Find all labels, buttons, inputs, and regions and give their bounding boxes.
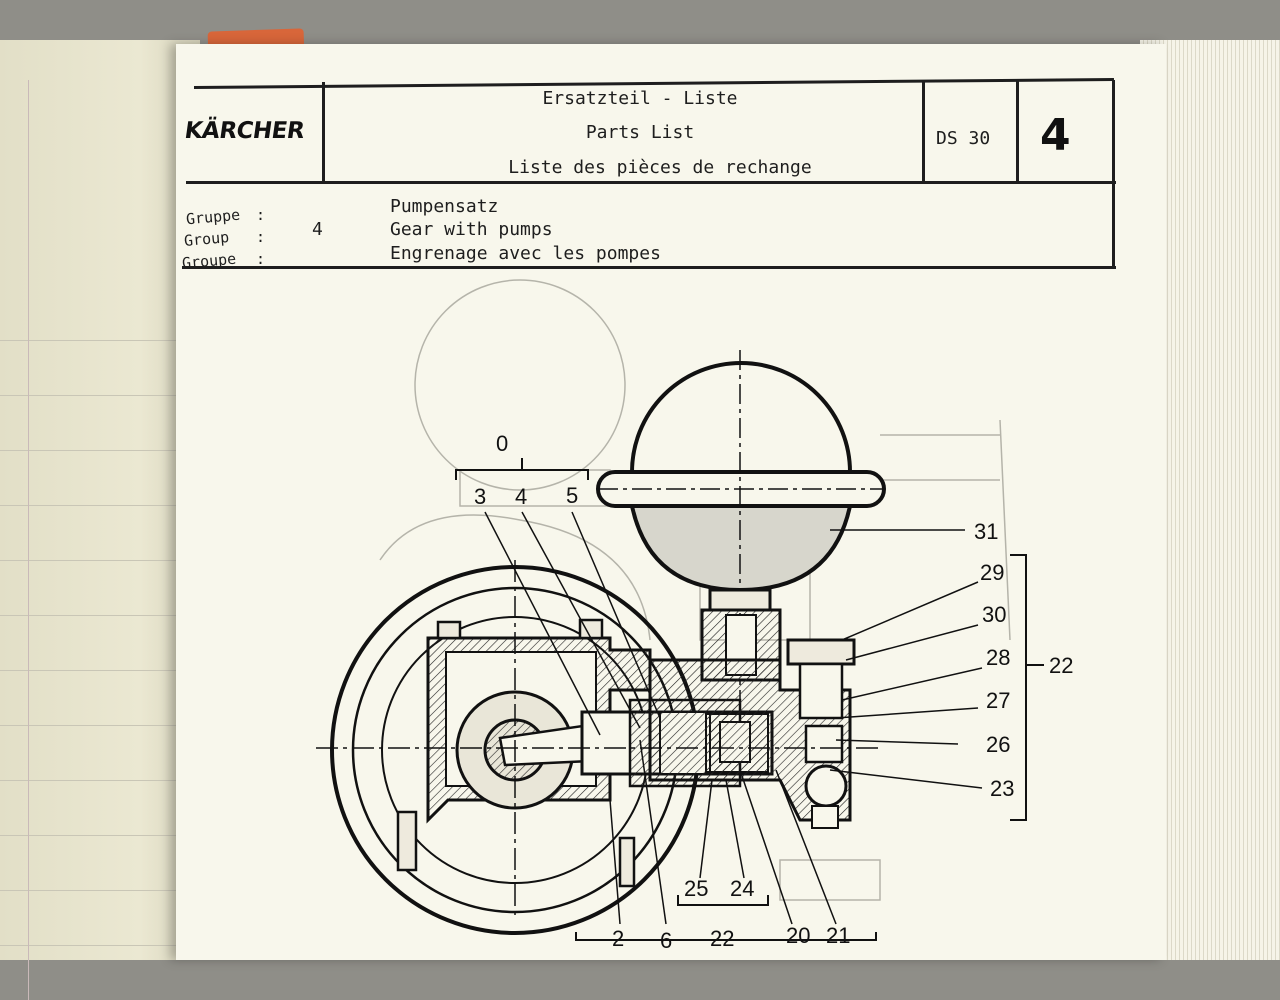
group-bottom-border (182, 266, 1116, 269)
callout-3: 3 (474, 484, 486, 509)
callout-22-bottom: 22 (710, 926, 734, 951)
pump-assembly-drawing: 0 3 4 5 31 29 30 28 22 27 26 23 25 24 2 … (316, 279, 1073, 953)
title-english: Parts List (585, 122, 695, 143)
header-divider-1 (322, 82, 325, 182)
callout-30: 30 (982, 602, 1006, 627)
callout-28: 28 (986, 645, 1010, 670)
callout-numbers: 0 3 4 5 31 29 30 28 22 27 26 23 25 24 2 … (474, 431, 1073, 953)
callout-31: 31 (974, 519, 998, 544)
callout-24: 24 (730, 876, 754, 901)
callout-22-right: 22 (1049, 653, 1073, 678)
group-colon-3: : (256, 250, 266, 268)
centre-lines (316, 560, 880, 920)
callout-29: 29 (980, 560, 1004, 585)
group-number: 4 (312, 219, 323, 240)
callout-20: 20 (786, 923, 810, 948)
callout-5: 5 (566, 483, 578, 508)
callout-27: 27 (986, 688, 1010, 713)
pump-head (648, 638, 856, 829)
callout-4: 4 (515, 484, 527, 509)
callout-26: 26 (986, 732, 1010, 757)
page-number: 4 (1040, 110, 1071, 161)
callout-21: 21 (826, 923, 850, 948)
callout-23: 23 (990, 776, 1014, 801)
header-right-border (1112, 80, 1115, 268)
header-bottom-border (186, 181, 1116, 184)
karcher-logo: KÄRCHER (182, 118, 306, 144)
header-divider-2 (922, 80, 925, 182)
title-german: Ersatzteil - Liste (542, 88, 738, 109)
callout-6: 6 (660, 928, 672, 953)
title-french: Liste des pièces de rechange (508, 157, 812, 178)
callout-2: 2 (612, 926, 624, 951)
callout-0: 0 (496, 431, 508, 456)
model-code: DS 30 (936, 128, 991, 149)
group-name-english: Gear with pumps (390, 219, 553, 240)
header-divider-3 (1016, 80, 1019, 182)
group-colon-2: : (256, 228, 266, 246)
accumulator-sphere (596, 350, 886, 700)
group-name-german: Pumpensatz (390, 196, 499, 217)
callout-25: 25 (684, 876, 708, 901)
group-colon-1: : (256, 206, 266, 224)
leader-lines (484, 511, 983, 925)
group-name-french: Engrenage avec les pompes (390, 243, 661, 264)
left-page (0, 40, 200, 1000)
callout-brackets (455, 458, 1044, 941)
